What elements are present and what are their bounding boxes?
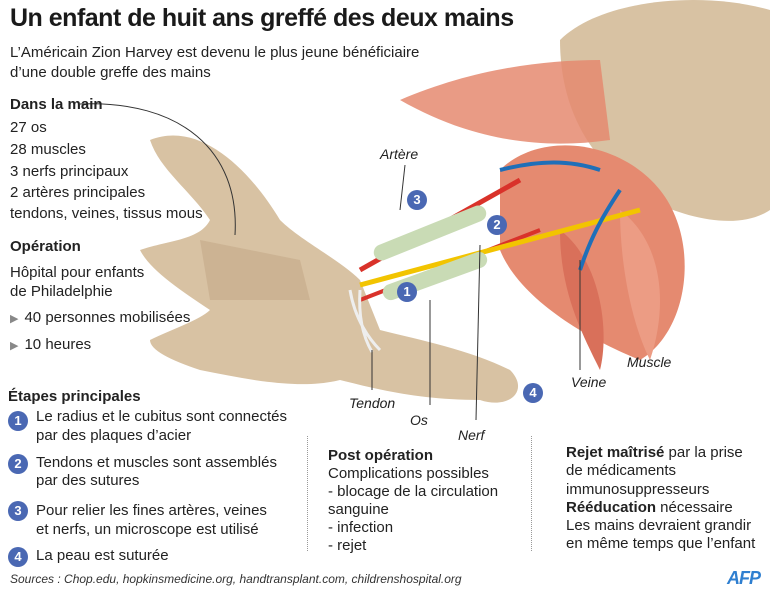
outlook-line: de médicaments (566, 462, 677, 479)
hospital-line: de Philadelphie (10, 283, 113, 300)
outlook-line: en même temps que l’enfant (566, 535, 756, 552)
hand-heading: Dans la main (10, 96, 103, 113)
post-line: sanguine (328, 501, 389, 518)
post-heading: Post opération (328, 447, 434, 464)
subtitle-line: L’Américain Zion Harvey est devenu le pl… (10, 44, 420, 61)
artere-line (399, 164, 406, 211)
step-text: et nerfs, un microscope est utilisé (36, 521, 259, 538)
label-tendon: Tendon (349, 395, 396, 411)
marker-2: 2 (487, 215, 507, 235)
step-number: 1 (8, 411, 28, 431)
post-line: - blocage de la circulation (328, 483, 499, 500)
muscle-strip (560, 230, 604, 370)
rejet-rest: par la prise (664, 444, 743, 461)
operation-bullet: ▶ 40 personnes mobilisées (10, 309, 190, 326)
step-number: 3 (8, 501, 28, 521)
outlook-line: immunosuppresseurs (566, 481, 710, 498)
forearm-upper (400, 60, 610, 144)
hospital-line: Hôpital pour enfants (10, 264, 145, 281)
outlook-rejet: Rejet maîtrisé par la prise (566, 444, 743, 461)
sources: Sources : Chop.edu, hopkinsmedicine.org,… (10, 572, 462, 586)
pointer-line (79, 103, 236, 236)
hand-item: 3 nerfs principaux (10, 163, 129, 180)
label-nerf: Nerf (458, 427, 485, 443)
nerve (359, 207, 641, 288)
step-text: Le radius et le cubitus sont connectés (36, 408, 287, 425)
step-text: Tendons et muscles sont assemblés (36, 454, 277, 471)
post-line: Complications possibles (328, 465, 489, 482)
post-line: - rejet (328, 537, 367, 554)
step-number: 4 (8, 547, 28, 567)
finger (200, 240, 310, 300)
rejet-bold: Rejet maîtrisé (566, 444, 665, 461)
label-artere: Artère (380, 146, 419, 162)
hand-item: 2 artères principales (10, 184, 146, 201)
steps-heading: Étapes principales (8, 388, 141, 405)
hand-skin (140, 135, 519, 403)
nerf-line (475, 244, 481, 421)
step-number: 2 (8, 454, 28, 474)
reeduc-bold: Rééducation (566, 499, 657, 516)
reeduc-rest: nécessaire (656, 499, 733, 516)
operation-heading: Opération (10, 238, 81, 255)
label-muscle: Muscle (627, 354, 672, 370)
triangle-bullet-icon: ▶ (10, 313, 19, 325)
label-veine: Veine (571, 374, 607, 390)
step-text: par des plaques d’acier (36, 427, 192, 444)
muscle-strip-2 (620, 210, 660, 360)
page-title: Un enfant de huit ans greffé des deux ma… (10, 4, 514, 32)
outlook-reeduc: Rééducation nécessaire (566, 499, 733, 516)
outlook-line: Les mains devraient grandir (566, 517, 752, 534)
marker-1: 1 (397, 282, 417, 302)
marker-4: 4 (523, 383, 543, 403)
post-line: - infection (328, 519, 394, 536)
triangle-bullet-icon: ▶ (10, 340, 19, 352)
hand-item: 28 muscles (10, 141, 86, 158)
afp-logo: AFP (727, 568, 761, 588)
marker-3: 3 (407, 190, 427, 210)
column-divider (307, 436, 308, 551)
vein (499, 160, 622, 271)
hand-item: 27 os (10, 119, 47, 136)
label-os: Os (410, 412, 428, 428)
steel-plate (373, 205, 487, 261)
hand-item: tendons, veines, tissus mous (10, 205, 203, 222)
tendons (348, 289, 382, 353)
bullet-text: 10 heures (24, 336, 92, 353)
column-divider (531, 436, 532, 551)
operation-bullet: ▶ 10 heures (10, 336, 91, 353)
step-text: par des sutures (36, 472, 140, 489)
step-text: La peau est suturée (36, 547, 169, 564)
bullet-text: 40 personnes mobilisées (24, 309, 191, 326)
step-text: Pour relier les fines artères, veines (36, 502, 267, 519)
subtitle-line: d’une double greffe des mains (10, 64, 211, 81)
